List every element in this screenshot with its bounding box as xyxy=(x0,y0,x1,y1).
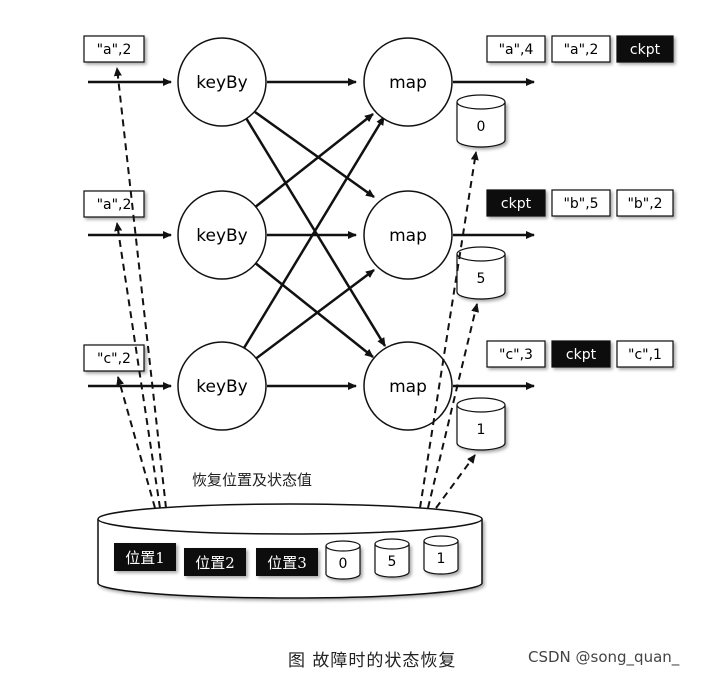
output-record xyxy=(551,189,611,217)
output-row-1: "a",4 "a",2 ckpt xyxy=(486,35,674,63)
output-record xyxy=(616,189,674,217)
map-node-2-label: map xyxy=(389,226,427,246)
watermark: CSDN @song_quan_ xyxy=(528,648,680,666)
stored-position-1: 位置1 xyxy=(114,543,176,571)
output-row-2: ckpt "b",5 "b",2 xyxy=(486,189,674,217)
keyby-node-3-label: keyBy xyxy=(196,377,247,397)
output-record-label: "c",1 xyxy=(628,347,662,363)
state-value-3: 1 xyxy=(477,422,486,438)
stored-state-2-label: 5 xyxy=(388,554,397,570)
output-record xyxy=(486,340,546,368)
input-record-2-label: "a",2 xyxy=(97,197,132,213)
keyby-node-1-label: keyBy xyxy=(196,73,247,93)
restore-arrow-state-1 xyxy=(419,151,479,509)
stored-position-2: 位置2 xyxy=(184,548,246,576)
state-value-1: 0 xyxy=(477,119,486,135)
input-record-2: "a",2 xyxy=(83,190,145,218)
checkpoint-barrier-label: ckpt xyxy=(501,196,532,212)
state-cylinder-3: 1 xyxy=(456,397,506,451)
output-arrows xyxy=(453,78,535,390)
restore-label: 恢复位置及状态值 xyxy=(192,471,312,489)
stored-position-3-label: 位置3 xyxy=(267,554,307,572)
output-record-label: "c",3 xyxy=(499,347,533,363)
input-record-1-label: "a",2 xyxy=(97,42,132,58)
stored-state-3-label: 1 xyxy=(437,551,446,567)
output-record-label: "b",2 xyxy=(627,196,662,212)
restore-arrow-input-3 xyxy=(116,376,156,509)
output-row-3: "c",3 ckpt "c",1 xyxy=(486,340,674,368)
checkpoint-barrier xyxy=(486,189,546,217)
stored-state-3: 1 xyxy=(423,535,459,575)
shuffle-edges xyxy=(242,78,387,390)
state-cylinder-2: 5 xyxy=(456,246,506,300)
map-node-1: map xyxy=(363,37,453,127)
input-arrows xyxy=(88,78,172,390)
checkpoint-barrier xyxy=(551,340,611,368)
output-record xyxy=(616,340,674,368)
stored-position-1-label: 位置1 xyxy=(125,549,165,567)
stored-position-2-label: 位置2 xyxy=(195,554,235,572)
output-record-label: "a",4 xyxy=(499,42,534,58)
map-node-3: map xyxy=(363,341,453,431)
input-record-3-label: "c",2 xyxy=(97,351,131,367)
keyby-node-1: keyBy xyxy=(177,37,267,127)
keyby-node-3: keyBy xyxy=(177,341,267,431)
input-record-1: "a",2 xyxy=(83,35,145,63)
stored-position-3: 位置3 xyxy=(256,548,318,576)
restore-arrow-state-3 xyxy=(435,454,476,509)
map-node-1-label: map xyxy=(389,73,427,93)
map-node-3-label: map xyxy=(389,377,427,397)
state-cylinder-1: 0 xyxy=(456,94,506,148)
keyby-node-2: keyBy xyxy=(177,190,267,280)
map-node-2: map xyxy=(363,190,453,280)
output-record-label: "b",5 xyxy=(563,196,598,212)
restore-arrow-state-2 xyxy=(427,303,480,509)
restore-arrow-input-1 xyxy=(113,67,167,509)
stored-state-1-label: 0 xyxy=(339,556,348,572)
keyby-node-2-label: keyBy xyxy=(196,226,247,246)
stored-state-1: 0 xyxy=(325,540,361,580)
stored-state-2: 5 xyxy=(374,538,410,578)
checkpoint-barrier-label: ckpt xyxy=(630,42,661,58)
restore-arrows xyxy=(113,67,480,509)
output-record-label: "a",2 xyxy=(564,42,599,58)
checkpoint-barrier-label: ckpt xyxy=(566,347,597,363)
output-record xyxy=(486,35,546,63)
restore-arrow-input-2 xyxy=(114,222,161,509)
output-record xyxy=(551,35,611,63)
figure-caption: 图 故障时的状态恢复 xyxy=(288,651,457,671)
input-record-3: "c",2 xyxy=(83,344,145,372)
state-value-2: 5 xyxy=(477,271,486,287)
checkpoint-barrier xyxy=(616,35,674,63)
